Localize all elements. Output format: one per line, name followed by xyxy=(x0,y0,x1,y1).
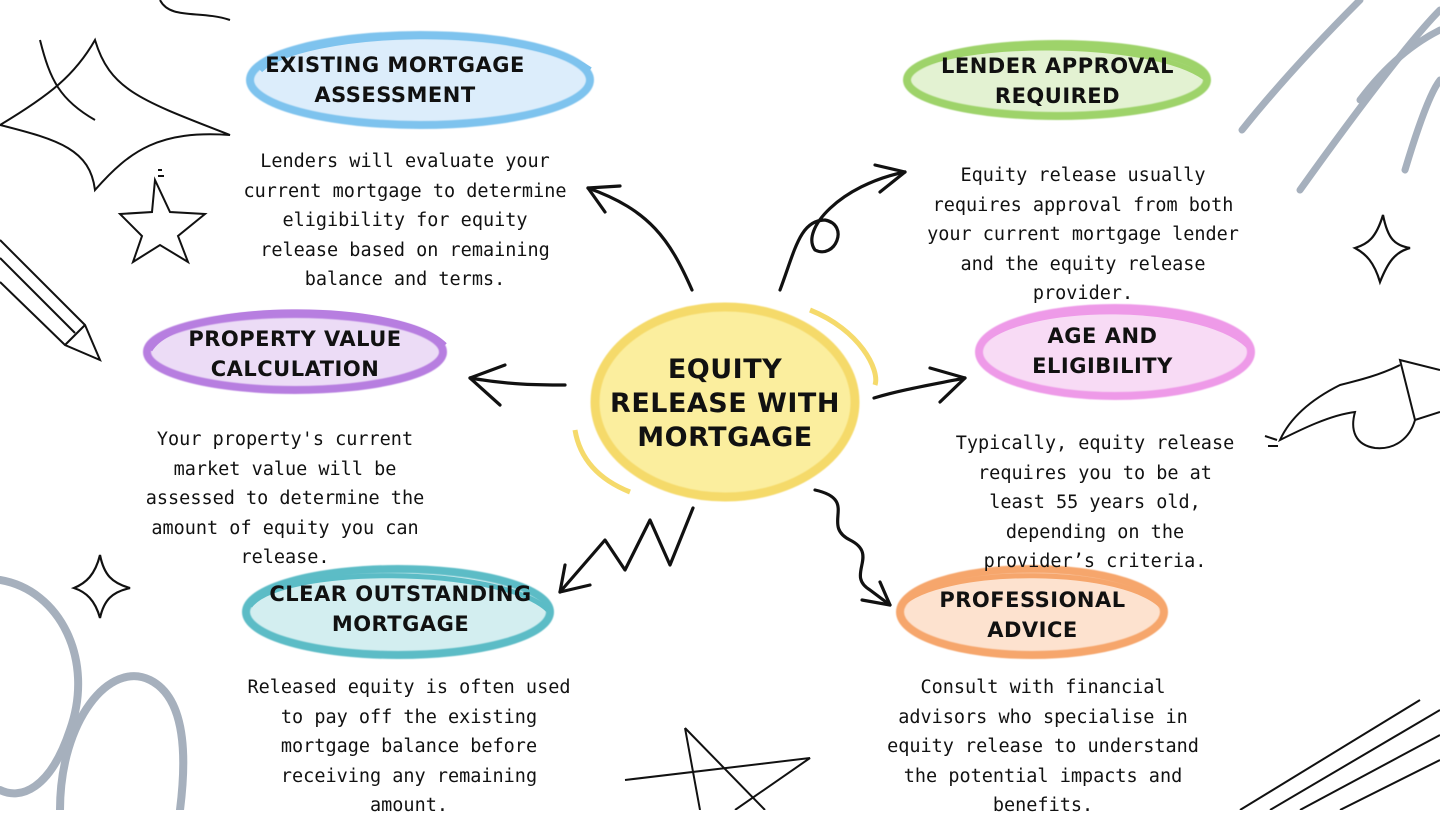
center-oval xyxy=(572,302,879,502)
title-property-value: PROPERTY VALUE CALCULATION xyxy=(188,327,402,381)
arrow-age-eligibility xyxy=(872,376,967,400)
title-clear-mortgage: CLEAR OUTSTANDING MORTGAGE xyxy=(269,582,532,636)
sketch-star-bottom xyxy=(624,727,811,810)
arrow-existing-mortgage xyxy=(586,186,694,292)
desc-professional-advice: Consult with financial advisors who spec… xyxy=(887,677,1199,816)
oval-clear-mortgage xyxy=(242,565,554,659)
desc-property-value: Your property's current market value wil… xyxy=(145,429,425,568)
sparkle-icon-left xyxy=(70,554,131,619)
desc-clear-mortgage: Released equity is often used to pay off… xyxy=(247,677,571,816)
title-existing-mortgage: EXISTING MORTGAGE ASSESSMENT xyxy=(265,53,525,107)
sparkle-icon-right xyxy=(1352,214,1411,286)
hatch-lines-bottom-right xyxy=(1239,699,1440,810)
center-title: EQUITY RELEASE WITH MORTGAGE xyxy=(610,354,840,453)
pointing-hand-icon xyxy=(1264,358,1440,450)
desc-existing-mortgage: Lenders will evaluate your current mortg… xyxy=(243,151,567,290)
desc-age-eligibility: Typically, equity release requires you t… xyxy=(955,433,1235,572)
arrow-clear-mortgage xyxy=(558,506,695,594)
title-age-eligibility: AGE AND ELIGIBILITY xyxy=(1032,324,1173,378)
arrow-property-value xyxy=(468,376,567,387)
title-lender-approval: LENDER APPROVAL REQUIRED xyxy=(940,54,1174,108)
arrow-professional-advice xyxy=(813,488,892,607)
oval-age-eligibility xyxy=(975,304,1255,400)
oval-existing-mortgage xyxy=(246,31,594,129)
doodle-loop-top-right xyxy=(1238,0,1440,194)
arrow-lender-approval xyxy=(778,170,907,292)
oval-lender-approval xyxy=(903,40,1211,120)
desc-lender-approval: Equity release usually requires approval… xyxy=(927,165,1239,304)
title-professional-advice: PROFESSIONAL ADVICE xyxy=(939,588,1126,642)
pencil-icon xyxy=(0,239,102,362)
oval-professional-advice xyxy=(896,565,1168,659)
burst-star-icon xyxy=(0,0,231,193)
star-icon xyxy=(117,169,208,265)
connector-arrows xyxy=(468,163,967,607)
oval-property-value xyxy=(143,309,447,394)
doodle-loop-bottom-left xyxy=(0,576,188,810)
